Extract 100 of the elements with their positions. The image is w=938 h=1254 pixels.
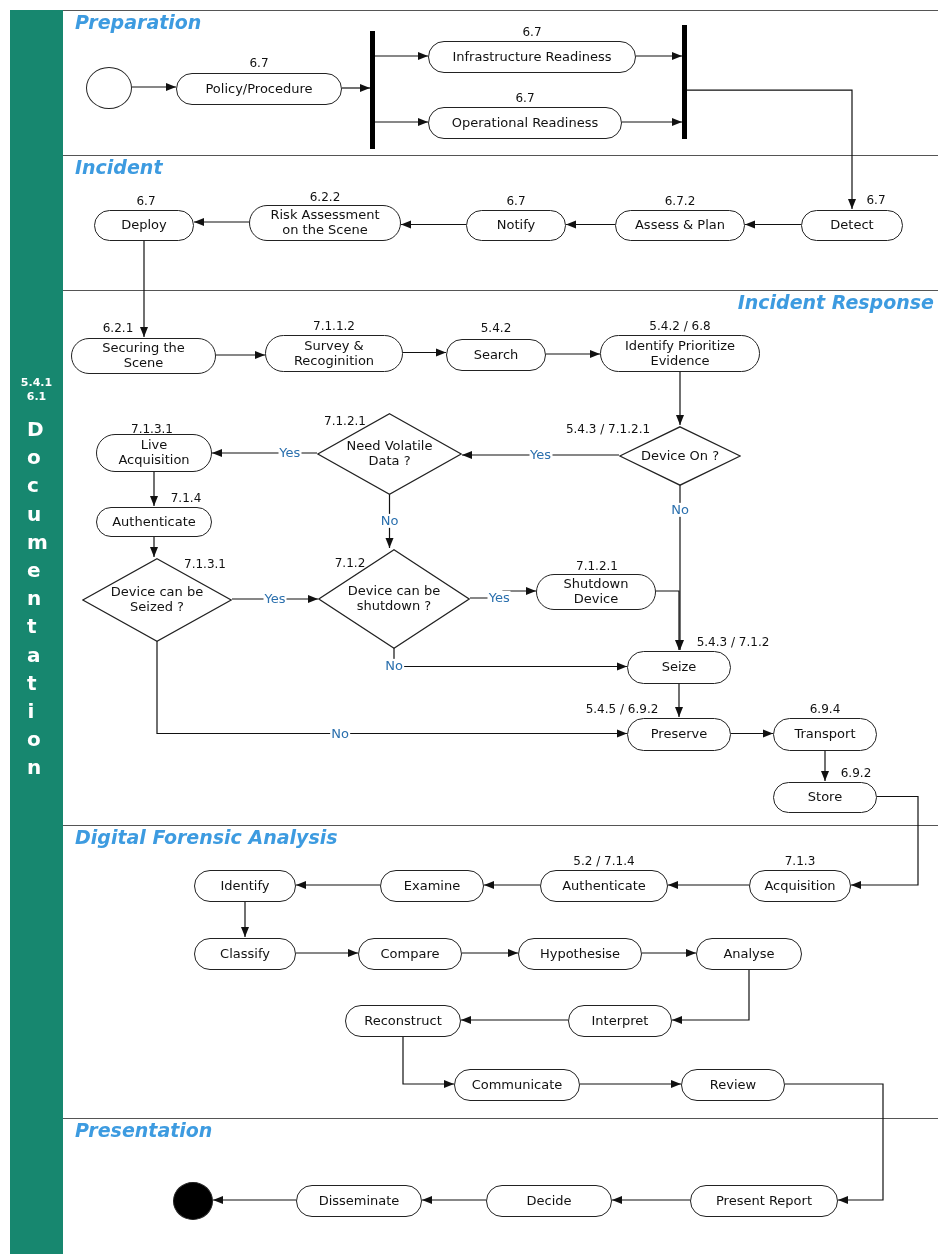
arrow bbox=[579, 1080, 682, 1088]
documentation-band bbox=[10, 10, 63, 1254]
node-text: Interpret bbox=[591, 1013, 649, 1029]
process-node bbox=[454, 1069, 580, 1101]
section-number: 6.7 bbox=[522, 25, 542, 39]
node-text: Preserve bbox=[650, 727, 708, 742]
decision-diamond bbox=[82, 558, 232, 642]
section-number: 6.7 bbox=[249, 56, 269, 70]
arrow bbox=[850, 795, 919, 889]
process-node bbox=[194, 870, 296, 902]
arrow bbox=[730, 729, 774, 738]
node-text: Assess & Plan bbox=[634, 218, 725, 233]
node-text: Risk Assessment on the Scene bbox=[269, 208, 381, 238]
arrow bbox=[469, 587, 537, 599]
arrow bbox=[676, 484, 684, 651]
process-node bbox=[358, 938, 462, 970]
section-number: 5.2 / 7.1.4 bbox=[573, 854, 635, 868]
node-text: Reconstruct bbox=[364, 1013, 442, 1029]
arrow bbox=[611, 1196, 691, 1204]
node-text: Operational Readiness bbox=[451, 115, 599, 131]
node-text: Detect bbox=[830, 218, 874, 233]
node-text: Acquisition bbox=[764, 878, 836, 894]
section-number: 5.4.3 / 7.1.2 bbox=[696, 635, 770, 649]
section-number: 5.4.3 / 7.1.2.1 bbox=[565, 422, 651, 436]
node-text: Authenticate bbox=[112, 514, 196, 530]
node-text: Device can be shutdown ? bbox=[346, 584, 442, 614]
node-text: Transport bbox=[794, 727, 856, 742]
section-number: 6.7 bbox=[866, 193, 886, 207]
process-node bbox=[627, 651, 731, 684]
process-node bbox=[615, 210, 745, 241]
edge-label: No bbox=[330, 726, 350, 741]
arrow bbox=[402, 1035, 455, 1088]
section-number: 7.1.1.2 bbox=[313, 319, 355, 333]
section-number: 6.7 bbox=[136, 194, 156, 208]
section-number: 6.7.2 bbox=[664, 194, 696, 208]
node-text: Device On ? bbox=[639, 448, 721, 464]
node-text: Survey & Recoginition bbox=[292, 338, 376, 369]
arrow bbox=[676, 370, 684, 426]
arrow bbox=[675, 682, 683, 718]
sync-bar bbox=[682, 25, 687, 139]
node-text: Examine bbox=[403, 878, 461, 894]
arrow bbox=[641, 949, 697, 957]
end-circle bbox=[173, 1182, 213, 1220]
section-number: 5.4.2 / 6.8 bbox=[649, 319, 711, 333]
process-node bbox=[428, 107, 622, 139]
process-node bbox=[518, 938, 642, 970]
process-node bbox=[466, 210, 566, 241]
section-number: 7.1.4 bbox=[170, 491, 202, 505]
lane-title: Presentation bbox=[75, 1119, 213, 1141]
node-text: Disseminate bbox=[318, 1193, 400, 1209]
node-text: Live Acquisition bbox=[117, 438, 191, 468]
arrow bbox=[545, 350, 601, 358]
node-text: Store bbox=[807, 790, 843, 805]
section-number: 6.2.1 bbox=[102, 321, 134, 335]
node-text: Review bbox=[709, 1077, 757, 1093]
process-node bbox=[627, 718, 731, 751]
process-node bbox=[801, 210, 903, 241]
arrow bbox=[140, 239, 148, 338]
node-text: Classify bbox=[220, 946, 270, 962]
arrow bbox=[667, 881, 750, 889]
node-text: Deploy bbox=[121, 218, 167, 233]
arrow bbox=[621, 118, 683, 126]
arrow bbox=[193, 218, 250, 226]
arrow bbox=[460, 1016, 569, 1024]
process-node bbox=[749, 870, 851, 902]
arrow bbox=[421, 1196, 487, 1204]
sync-bar bbox=[370, 31, 375, 149]
section-number: 7.1.2.1 bbox=[576, 559, 618, 573]
node-text: Seize bbox=[661, 660, 697, 675]
process-node bbox=[696, 938, 802, 970]
section-number: 7.1.3 bbox=[784, 854, 816, 868]
node-text: Hypothesise bbox=[539, 946, 621, 962]
node-text: Policy/Procedure bbox=[205, 81, 313, 97]
process-node bbox=[71, 338, 216, 374]
process-node bbox=[265, 335, 403, 372]
process-node bbox=[540, 870, 668, 902]
arrow bbox=[374, 118, 429, 126]
arrow bbox=[686, 89, 856, 210]
node-text: Infrastructure Readiness bbox=[452, 49, 612, 65]
process-node bbox=[249, 205, 401, 241]
arrow bbox=[215, 351, 266, 359]
node-text: Identify Prioritize Evidence bbox=[623, 338, 737, 369]
section-number: 6.2.2 bbox=[309, 190, 341, 204]
arrow bbox=[671, 968, 750, 1024]
node-text: Decide bbox=[526, 1193, 572, 1209]
lane-title: Incident Response bbox=[737, 291, 934, 313]
process-node bbox=[773, 718, 877, 751]
node-text: Search bbox=[473, 347, 519, 363]
arrow bbox=[295, 949, 359, 957]
node-text: Shutdown Device bbox=[562, 577, 630, 607]
arrow bbox=[212, 1196, 297, 1204]
section-number: 7.1.3.1 bbox=[184, 557, 226, 571]
node-text: Authenticate bbox=[562, 878, 646, 894]
decision-diamond bbox=[318, 549, 470, 649]
process-node bbox=[536, 574, 656, 610]
arrow bbox=[402, 348, 447, 357]
arrow bbox=[211, 449, 318, 457]
edge-label: No bbox=[670, 502, 690, 517]
arrow bbox=[744, 220, 802, 229]
arrow bbox=[374, 52, 429, 60]
